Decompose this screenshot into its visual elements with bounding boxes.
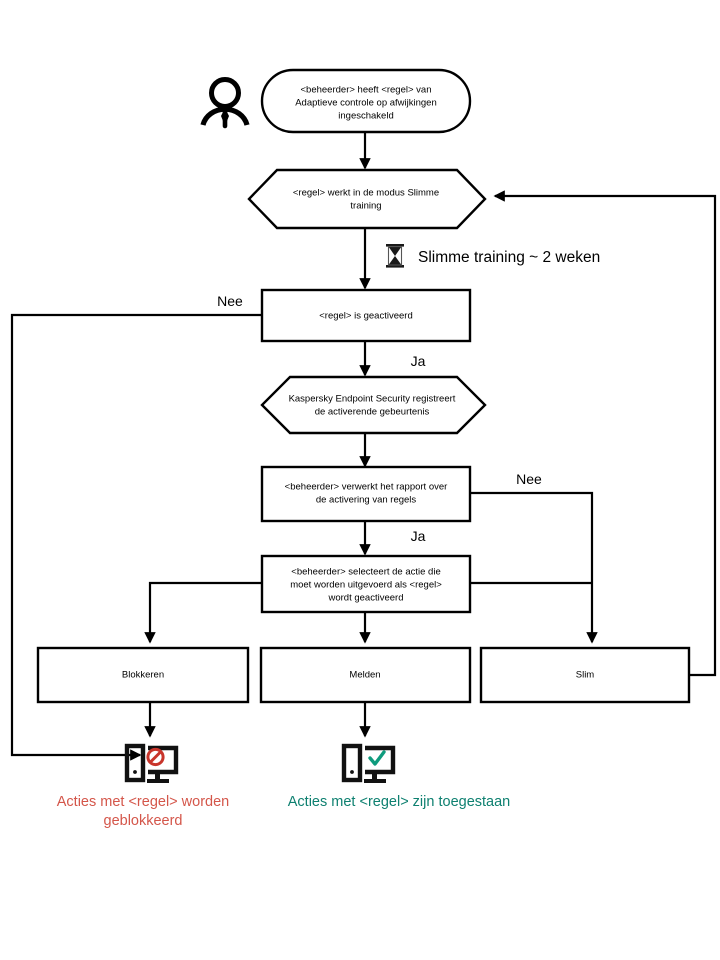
note-training-duration: Slimme training ~ 2 weken — [418, 249, 600, 266]
node-smart-training: <regel> werkt in de modus Slimme trainin… — [247, 168, 487, 230]
node-admin-selects-line-1: <beheerder> selecteert de actie die — [291, 567, 440, 578]
edge-admin-selects-to-block — [144, 581, 262, 644]
caption-allowed-line-1: Acties met <regel> zijn toegestaan — [288, 794, 510, 810]
node-start-shape — [260, 68, 472, 134]
node-rule-triggered: <regel> is geactiveerd — [260, 288, 472, 343]
node-rule-triggered-line-1: <regel> is geactiveerd — [319, 311, 412, 322]
node-rule-triggered-shape — [260, 288, 472, 343]
monitor-allowed-icon — [341, 743, 396, 783]
node-action-block-label: Blokkeren — [122, 670, 164, 681]
edge-rule-triggered-no-to-blocked — [10, 313, 262, 761]
node-action-smart: Slim — [479, 646, 691, 704]
prohibition-icon — [146, 747, 165, 767]
node-kes-registers-line-1: Kaspersky Endpoint Security registreert — [289, 394, 456, 405]
node-start-line-1: <beheerder> heeft <regel> van — [301, 85, 432, 96]
node-admin-selects-line-3: wordt geactiveerd — [328, 593, 404, 604]
node-admin-processes-report: <beheerder> verwerkt het rapport over de… — [260, 465, 472, 523]
node-action-block: Blokkeren — [36, 646, 250, 704]
node-start-line-2: Adaptieve controle op afwijkingen — [295, 98, 437, 109]
edge-label-rule-triggered-no: Nee — [217, 293, 243, 309]
node-kes-registers-line-2: de activerende gebeurtenis — [315, 407, 430, 418]
node-action-block-shape — [36, 646, 250, 704]
person-actor-icon — [200, 77, 250, 129]
node-admin-selects-action: <beheerder> selecteert de actie die moet… — [260, 554, 472, 614]
node-admin-selects-action-shape — [260, 554, 472, 614]
edge-admin-report-no-to-smart — [470, 491, 598, 644]
node-smart-training-line-1: <regel> werkt in de modus Slimme — [293, 188, 439, 199]
node-admin-processes-report-shape — [260, 465, 472, 523]
node-smart-training-line-2: training — [350, 201, 381, 212]
monitor-blocked-icon — [124, 743, 179, 783]
node-start-line-3: ingeschakeld — [338, 111, 393, 122]
node-kes-registers-shape — [260, 375, 487, 435]
checkmark-icon — [368, 750, 386, 766]
node-action-notify-shape — [259, 646, 472, 704]
node-smart-training-shape — [247, 168, 487, 230]
node-action-notify: Melden — [259, 646, 472, 704]
node-admin-report-line-1: <beheerder> verwerkt het rapport over — [285, 482, 448, 493]
hourglass-icon — [386, 244, 404, 268]
edge-label-rule-triggered-yes: Ja — [411, 353, 426, 369]
node-action-smart-shape — [479, 646, 691, 704]
caption-blocked: Acties met <regel> worden geblokkeerd — [57, 794, 229, 829]
edge-label-report-yes: Ja — [411, 528, 426, 544]
edge-smart-back-to-smart-training — [493, 190, 717, 677]
caption-blocked-line-1: Acties met <regel> worden — [57, 794, 229, 810]
node-kes-registers: Kaspersky Endpoint Security registreert … — [260, 375, 487, 435]
node-admin-selects-line-2: moet worden uitgevoerd als <regel> — [290, 580, 442, 591]
caption-allowed: Acties met <regel> zijn toegestaan — [288, 794, 510, 810]
node-start: <beheerder> heeft <regel> van Adaptieve … — [260, 68, 472, 134]
edge-label-report-no: Nee — [516, 471, 542, 487]
node-admin-report-line-2: de activering van regels — [316, 495, 417, 506]
caption-blocked-line-2: geblokkeerd — [104, 813, 183, 829]
node-action-notify-label: Melden — [349, 670, 380, 681]
node-action-smart-label: Slim — [576, 670, 595, 681]
